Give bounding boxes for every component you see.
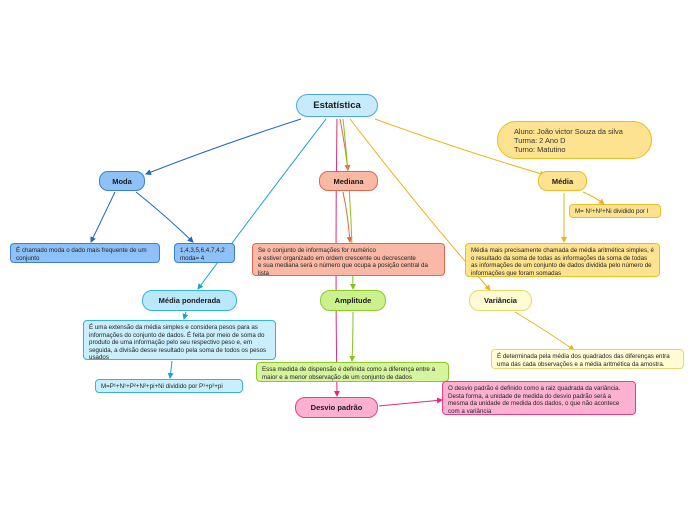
moda-example[interactable]: 1,4,3,5,6,4,7,4,2 moda= 4 [174, 243, 235, 263]
amplitude-topic[interactable]: Amplitude [320, 290, 386, 311]
media-topic[interactable]: Média [538, 171, 587, 191]
desvio-padrao-definition[interactable]: O desvio padrão é definido como a raiz q… [442, 381, 636, 415]
media-ponderada-formula[interactable]: M=P¹+N¹+P²+N²+pi+Ni dividido por P¹+p²+p… [95, 379, 243, 393]
student-class: Turma: 2 Ano D [514, 136, 566, 146]
central-topic[interactable]: Estatística [296, 94, 378, 117]
variancia-definition[interactable]: É determinada pela média dos quadrados d… [491, 349, 684, 369]
link-desvio-definition [378, 397, 443, 407]
student-name: Aluno: João victor Souza da silva [514, 127, 623, 136]
link-central-media [374, 118, 546, 177]
media-formula[interactable]: M= N¹+N²+Ni dividido por I [569, 204, 661, 218]
media-definition[interactable]: Média mais precisamente chamada de média… [465, 243, 660, 277]
link-mp-definition [182, 311, 189, 320]
media-ponderada-definition[interactable]: É uma extensão da média simples e consid… [83, 320, 276, 360]
student-shift: Turno: Matutino [514, 145, 566, 155]
link-mp-formula [167, 360, 174, 379]
link-moda-definition [90, 191, 116, 243]
moda-topic[interactable]: Moda [99, 171, 145, 191]
student-info[interactable]: Aluno: João victor Souza da silva Turma:… [497, 121, 652, 159]
link-media-formula [582, 191, 605, 205]
mediana-topic[interactable]: Mediana [319, 171, 378, 191]
link-amplitude-definition [349, 311, 356, 362]
link-mediana-definition [342, 191, 353, 243]
link-central-moda [145, 118, 302, 175]
amplitude-definition[interactable]: Essa medida de dispensão é definida como… [256, 362, 449, 382]
moda-definition[interactable]: É chamado moda o dado mais frequente de … [10, 243, 160, 263]
desvio-padrao-topic[interactable]: Desvio padrão [295, 397, 378, 418]
media-ponderada-topic[interactable]: Média ponderada [142, 290, 237, 311]
link-variancia-definition [514, 311, 575, 351]
link-moda-example [135, 191, 194, 243]
link-central-media-ponderada [197, 118, 327, 290]
variancia-topic[interactable]: Variância [469, 290, 532, 311]
mediana-definition[interactable]: Se o conjunto de informações for numéric… [252, 243, 445, 276]
